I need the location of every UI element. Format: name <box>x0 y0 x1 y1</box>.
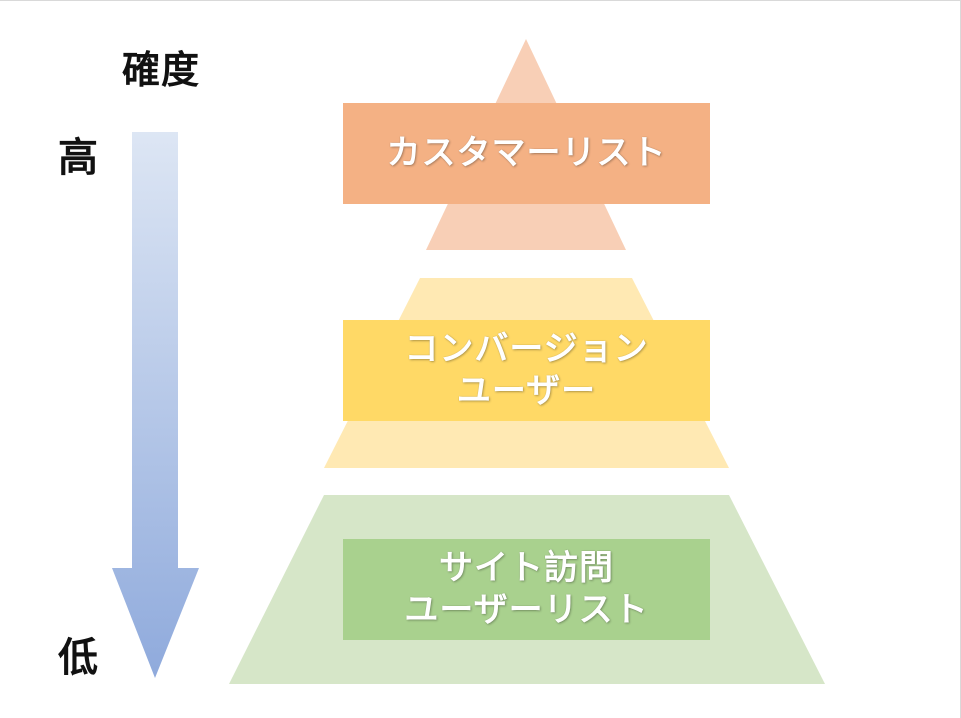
pyramid-tier-top-band <box>343 103 710 204</box>
tier-label-line: サイト訪問 <box>438 548 614 589</box>
pyramid-tier-top-label: カスタマーリスト <box>343 103 710 204</box>
tier-label-line: コンバージョン <box>404 329 649 370</box>
tier-label-line: カスタマーリスト <box>386 132 667 173</box>
pyramid-tier-middle-label: コンバージョン ユーザー <box>343 320 710 421</box>
certainty-high-label: 高 <box>58 135 98 181</box>
pyramid-tier-bottom-band <box>343 539 710 640</box>
certainty-axis-title: 確度 <box>122 48 201 92</box>
certainty-low-label: 低 <box>58 635 98 681</box>
tier-label-line: ユーザー <box>456 370 597 411</box>
certainty-arrow <box>112 132 199 678</box>
pyramid-tier-bottom-label: サイト訪問 ユーザーリスト <box>343 539 710 640</box>
tier-label-line: ユーザーリスト <box>404 589 649 630</box>
pyramid-tier-middle-band <box>343 320 710 421</box>
